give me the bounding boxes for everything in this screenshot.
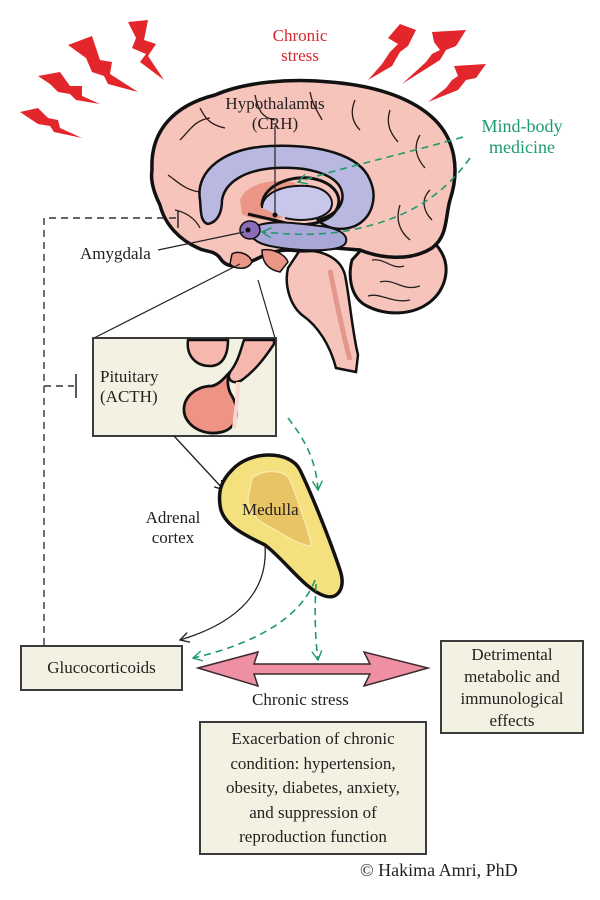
adrenal-line-2: cortex (151, 528, 195, 548)
amygdala-label: Amygdala (80, 244, 151, 263)
lightning-bolt-icon (68, 36, 138, 92)
exacerbation-line-5: reproduction function (239, 827, 387, 846)
mind-body-line-2: medicine (489, 137, 555, 158)
pituitary-name: Pituitary (100, 367, 159, 386)
glucocorticoids-box: Glucocorticoids (20, 645, 183, 691)
medulla-label: Medulla (242, 500, 299, 519)
stress-lightning-bolts (20, 20, 486, 138)
detrimental-line-1: Detrimental (471, 645, 553, 664)
brainstem (285, 248, 360, 374)
mind-body-line-1: Mind-body (481, 116, 563, 136)
adrenal-to-glucocorticoids-arrow (178, 545, 266, 643)
exacerbation-line-2: condition: hypertension, (230, 753, 396, 773)
inset-projection-left (93, 263, 241, 339)
chronic-stress-double-arrow (195, 650, 431, 688)
lightning-bolt-icon (368, 24, 416, 80)
chronic-stress-line-2: stress (281, 46, 319, 66)
inset-projection-right (257, 279, 276, 339)
adrenal-cortex-label: Adrenal cortex (138, 508, 208, 548)
chronic-stress-line-1: Chronic (272, 26, 328, 45)
detrimental-line-4: effects (489, 711, 535, 730)
hypothalamus-hormone: (CRH) (251, 114, 299, 134)
exacerbation-line-3: obesity, diabetes, anxiety, (226, 778, 400, 797)
lightning-bolt-icon (128, 20, 164, 80)
lightning-bolt-icon (38, 72, 100, 104)
pituitary-to-adrenal-arrow (173, 435, 225, 492)
glucocorticoids-text: Glucocorticoids (47, 658, 156, 677)
chronic-stress-arrow-label: Chronic stress (252, 690, 349, 709)
copyright-label: © Hakima Amri, PhD (360, 860, 518, 880)
detrimental-line-2: metabolic and (464, 667, 560, 686)
pituitary-label: Pituitary (ACTH) (100, 367, 159, 407)
lightning-bolt-icon (428, 64, 486, 102)
detrimental-line-3: immunological (460, 689, 564, 708)
amygdala-pointer (157, 231, 245, 251)
hypothalamus-label: Hypothalamus (CRH) (210, 94, 340, 134)
mind-body-arrows (191, 136, 471, 662)
lightning-bolt-icon (20, 108, 82, 138)
exacerbation-line-4: and suppression of (249, 802, 377, 822)
negative-feedback-path (43, 217, 178, 645)
lightning-bolt-icon (402, 30, 466, 84)
exacerbation-box: Exacerbation of chronic condition: hyper… (199, 721, 427, 855)
adrenal-line-1: Adrenal (145, 508, 201, 527)
hypothalamus-name: Hypothalamus (225, 94, 325, 113)
chronic-stress-label-top: Chronic stress (250, 26, 350, 66)
cerebrum (149, 78, 457, 268)
mind-body-medicine-label: Mind-body medicine (462, 116, 582, 158)
detrimental-effects-box: Detrimental metabolic and immunological … (440, 640, 584, 734)
pituitary-hormone: (ACTH) (100, 387, 158, 407)
pituitary-inset-art (92, 337, 277, 437)
exacerbation-line-1: Exacerbation of chronic (231, 729, 395, 748)
hippocampus (250, 221, 348, 252)
